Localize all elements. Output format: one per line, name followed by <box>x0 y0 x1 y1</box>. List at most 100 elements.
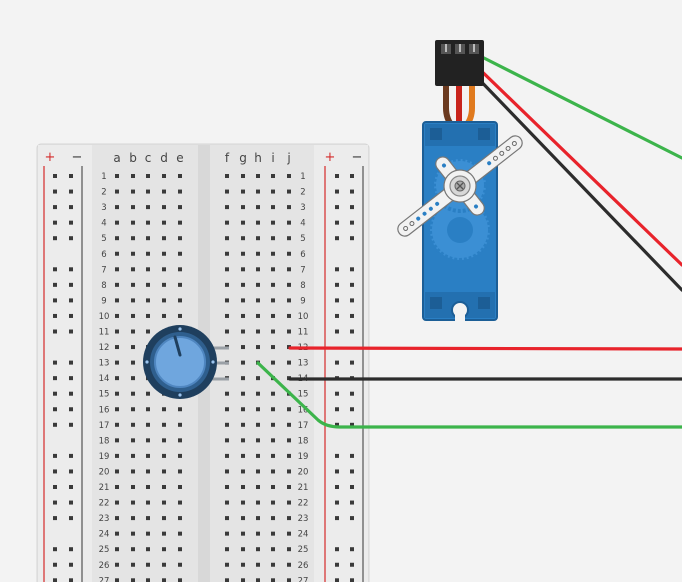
hole-f-21[interactable] <box>225 485 229 489</box>
rail-hole-0-17[interactable] <box>53 422 57 427</box>
hole-i-10[interactable] <box>271 313 275 318</box>
hole-g-14[interactable] <box>241 376 245 381</box>
hole-b-5[interactable] <box>131 236 135 241</box>
rail-hole-1-15[interactable] <box>69 391 73 396</box>
rail-hole-3-5[interactable] <box>350 236 354 241</box>
rail-hole-1-11[interactable] <box>69 329 73 334</box>
hole-h-15[interactable] <box>256 391 260 396</box>
hole-f-26[interactable] <box>225 562 229 567</box>
rail-hole-0-23[interactable] <box>53 516 57 521</box>
rail-hole-1-7[interactable] <box>69 267 73 272</box>
hole-h-18[interactable] <box>256 438 260 443</box>
hole-b-9[interactable] <box>131 298 135 303</box>
hole-a-6[interactable] <box>115 251 119 256</box>
rail-hole-1-13[interactable] <box>69 360 73 365</box>
hole-e-7[interactable] <box>178 267 182 272</box>
hole-c-24[interactable] <box>146 531 150 536</box>
hole-g-13[interactable] <box>241 360 245 365</box>
hole-d-22[interactable] <box>162 500 166 505</box>
hole-i-8[interactable] <box>271 282 275 287</box>
rail-hole-1-3[interactable] <box>69 205 73 210</box>
hole-d-20[interactable] <box>162 469 166 474</box>
hole-j-22[interactable] <box>287 500 291 505</box>
hole-g-3[interactable] <box>241 205 245 210</box>
hole-f-20[interactable] <box>225 469 229 474</box>
hole-i-23[interactable] <box>271 516 275 521</box>
rail-hole-3-10[interactable] <box>350 313 354 318</box>
hole-a-16[interactable] <box>115 407 119 412</box>
hole-e-1[interactable] <box>178 174 182 178</box>
hole-b-11[interactable] <box>131 329 135 334</box>
hole-g-26[interactable] <box>241 562 245 567</box>
hole-h-23[interactable] <box>256 516 260 521</box>
rail-hole-0-14[interactable] <box>53 376 57 381</box>
hole-h-10[interactable] <box>256 313 260 318</box>
rail-hole-3-20[interactable] <box>350 469 354 474</box>
hole-c-11[interactable] <box>146 329 150 334</box>
hole-d-1[interactable] <box>162 174 166 178</box>
hole-g-24[interactable] <box>241 531 245 536</box>
hole-a-23[interactable] <box>115 516 119 521</box>
hole-f-4[interactable] <box>225 220 229 225</box>
hole-c-8[interactable] <box>146 282 150 287</box>
hole-a-1[interactable] <box>115 174 119 178</box>
hole-b-8[interactable] <box>131 282 135 287</box>
hole-b-23[interactable] <box>131 516 135 521</box>
hole-j-21[interactable] <box>287 485 291 489</box>
hole-f-6[interactable] <box>225 251 229 256</box>
rail-hole-0-16[interactable] <box>53 407 57 412</box>
rail-hole-1-20[interactable] <box>69 469 73 474</box>
hole-d-5[interactable] <box>162 236 166 241</box>
hole-e-17[interactable] <box>178 422 182 427</box>
hole-f-9[interactable] <box>225 298 229 303</box>
hole-f-11[interactable] <box>225 329 229 334</box>
hole-i-2[interactable] <box>271 189 275 194</box>
hole-e-2[interactable] <box>178 189 182 194</box>
hole-f-27[interactable] <box>225 578 229 582</box>
hole-a-20[interactable] <box>115 469 119 474</box>
rail-hole-2-4[interactable] <box>335 220 339 225</box>
hole-e-18[interactable] <box>178 438 182 443</box>
rail-hole-2-16[interactable] <box>335 407 339 412</box>
rail-hole-1-9[interactable] <box>69 298 73 303</box>
hole-b-10[interactable] <box>131 313 135 318</box>
hole-h-11[interactable] <box>256 329 260 334</box>
hole-b-25[interactable] <box>131 547 135 552</box>
hole-e-26[interactable] <box>178 562 182 567</box>
hole-c-20[interactable] <box>146 469 150 474</box>
hole-b-6[interactable] <box>131 251 135 256</box>
hole-c-17[interactable] <box>146 422 150 427</box>
hole-a-22[interactable] <box>115 500 119 505</box>
hole-a-9[interactable] <box>115 298 119 303</box>
rail-hole-2-22[interactable] <box>335 500 339 505</box>
potentiometer[interactable] <box>143 325 229 399</box>
hole-e-9[interactable] <box>178 298 182 303</box>
hole-h-25[interactable] <box>256 547 260 552</box>
hole-e-10[interactable] <box>178 313 182 318</box>
hole-b-7[interactable] <box>131 267 135 272</box>
rail-hole-3-7[interactable] <box>350 267 354 272</box>
hole-d-17[interactable] <box>162 422 166 427</box>
hole-a-24[interactable] <box>115 531 119 536</box>
rail-hole-3-26[interactable] <box>350 562 354 567</box>
hole-e-3[interactable] <box>178 205 182 210</box>
hole-h-1[interactable] <box>256 174 260 178</box>
hole-b-19[interactable] <box>131 453 135 458</box>
rail-hole-2-10[interactable] <box>335 313 339 318</box>
rail-hole-1-17[interactable] <box>69 422 73 427</box>
hole-d-10[interactable] <box>162 313 166 318</box>
rail-hole-2-5[interactable] <box>335 236 339 241</box>
hole-d-6[interactable] <box>162 251 166 256</box>
rail-hole-3-19[interactable] <box>350 453 354 458</box>
hole-e-23[interactable] <box>178 516 182 521</box>
rail-hole-3-21[interactable] <box>350 485 354 489</box>
hole-b-15[interactable] <box>131 391 135 396</box>
rail-hole-1-27[interactable] <box>69 578 73 582</box>
hole-d-24[interactable] <box>162 531 166 536</box>
wires[interactable] <box>256 53 682 429</box>
rail-hole-2-17[interactable] <box>335 422 339 427</box>
hole-g-4[interactable] <box>241 220 245 225</box>
hole-h-19[interactable] <box>256 453 260 458</box>
hole-g-25[interactable] <box>241 547 245 552</box>
